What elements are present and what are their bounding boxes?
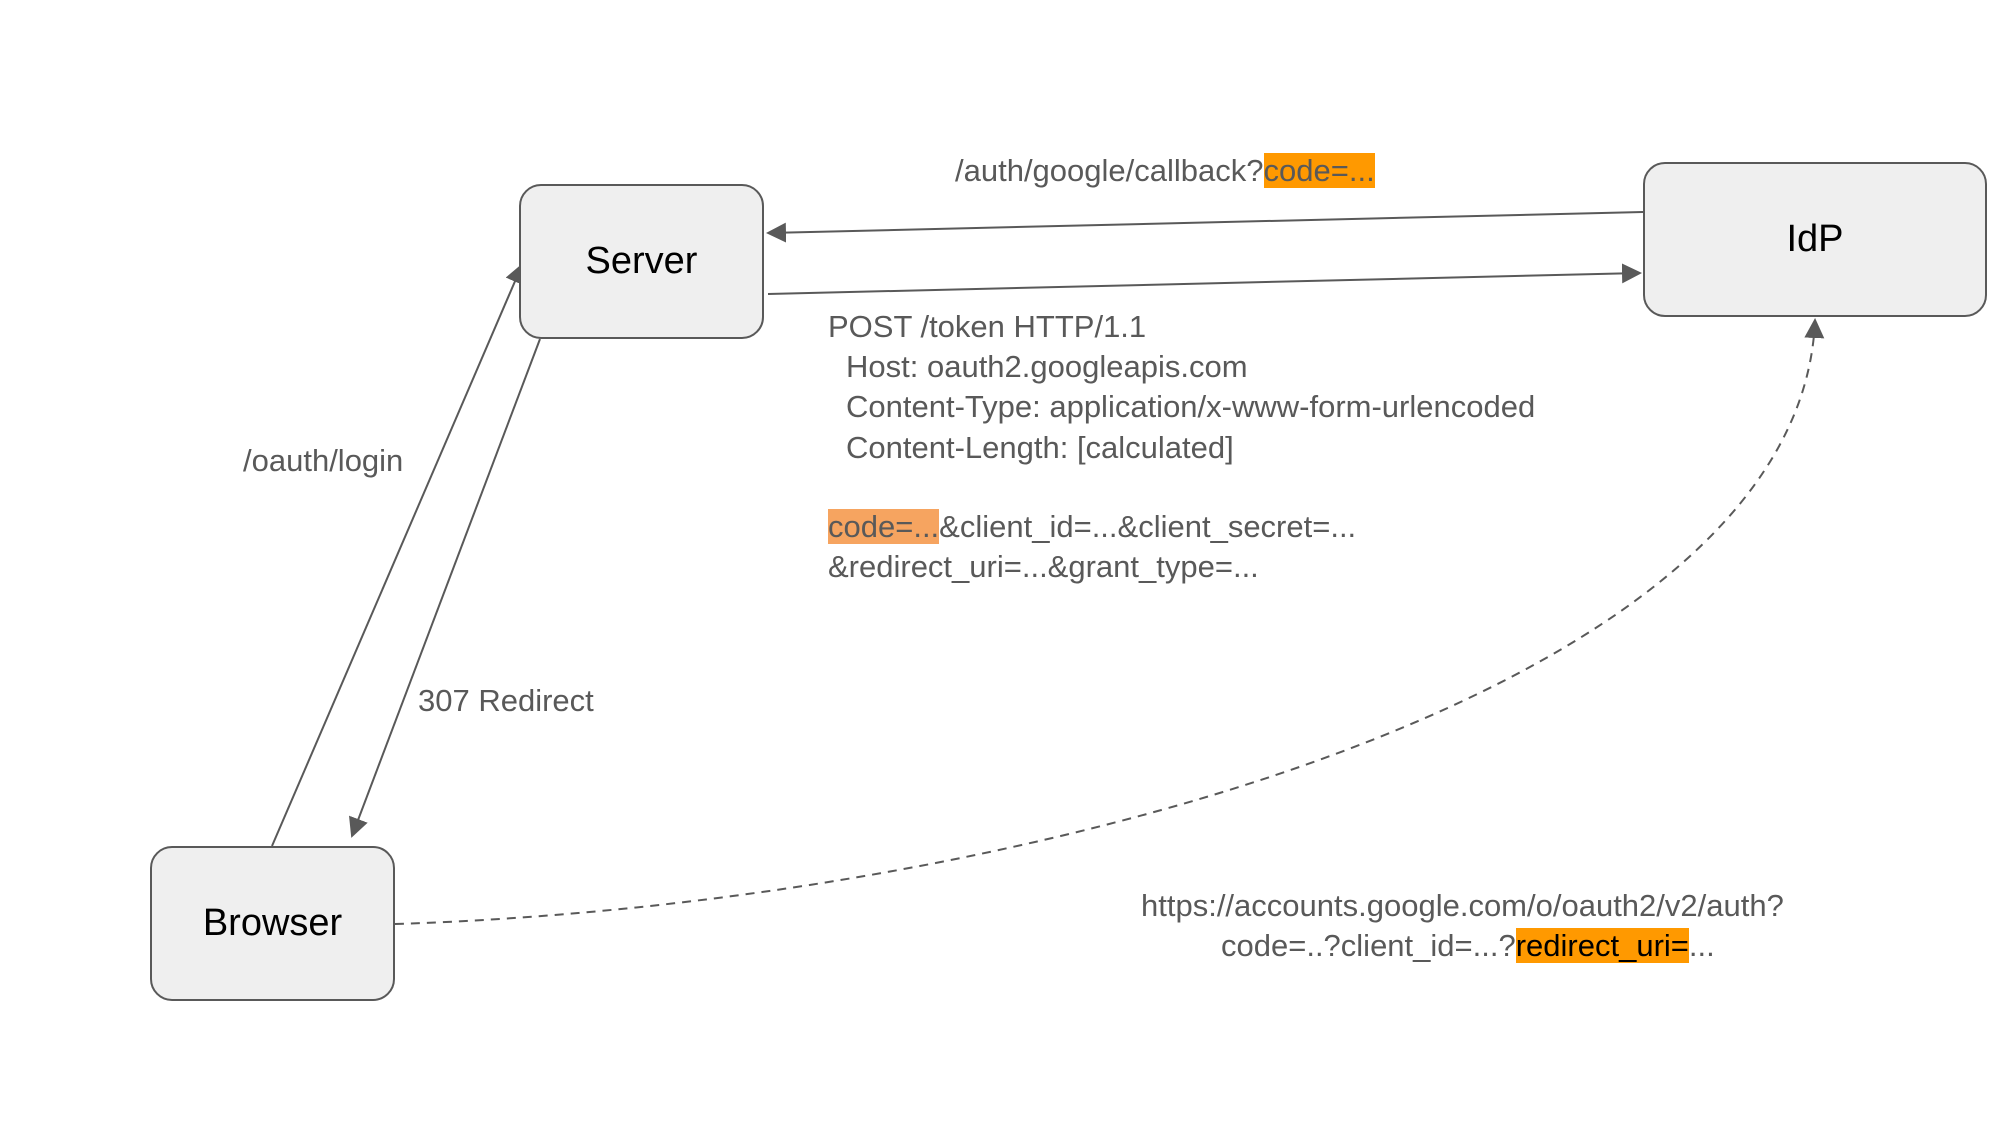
token-body-line-1: code=...&client_id=...&client_secret=... (828, 507, 1356, 547)
token-request-line: POST /token HTTP/1.1 (828, 309, 1147, 344)
auth-url-line-1: https://accounts.google.com/o/oauth2/v2/… (1141, 888, 1784, 923)
server-node: Server (519, 184, 764, 339)
token-content-type-header: Content-Type: application/x-www-form-url… (846, 389, 1536, 424)
arrow-idp-to-server (766, 211, 1644, 243)
token-body-code-highlight: code=... (828, 509, 940, 544)
callback-code-highlight: code=... (1263, 153, 1375, 188)
token-host-header: Host: oauth2.googleapis.com (846, 349, 1248, 384)
idp-node: IdP (1643, 162, 1987, 317)
server-node-label: Server (585, 240, 698, 282)
browser-node-label: Browser (202, 902, 343, 944)
callback-label: /auth/google/callback?code=... (955, 151, 1375, 191)
token-content-length-header: Content-Length: [calculated] (846, 430, 1234, 465)
arrow-browser-to-server (271, 263, 525, 847)
token-body-params: &client_id=...&client_secret=... (939, 509, 1357, 544)
auth-url-redirect-highlight: redirect_uri= (1515, 928, 1689, 963)
idp-node-label: IdP (1786, 218, 1844, 260)
login-label: /oauth/login (243, 443, 404, 478)
browser-node: Browser (150, 846, 395, 1001)
redirect-label: 307 Redirect (418, 683, 594, 718)
arrow-browser-to-idp-dashed (394, 318, 1825, 925)
auth-url-params: code=..?client_id=...? (1221, 928, 1516, 963)
auth-url-line-2: code=..?client_id=...?redirect_uri=... (1221, 926, 1715, 966)
arrow-server-to-browser (349, 338, 541, 838)
arrow-server-to-idp (767, 263, 1642, 295)
callback-path: /auth/google/callback? (955, 153, 1264, 188)
auth-url-suffix: ... (1688, 928, 1715, 963)
token-body-line-2: &redirect_uri=...&grant_type=... (828, 549, 1259, 584)
